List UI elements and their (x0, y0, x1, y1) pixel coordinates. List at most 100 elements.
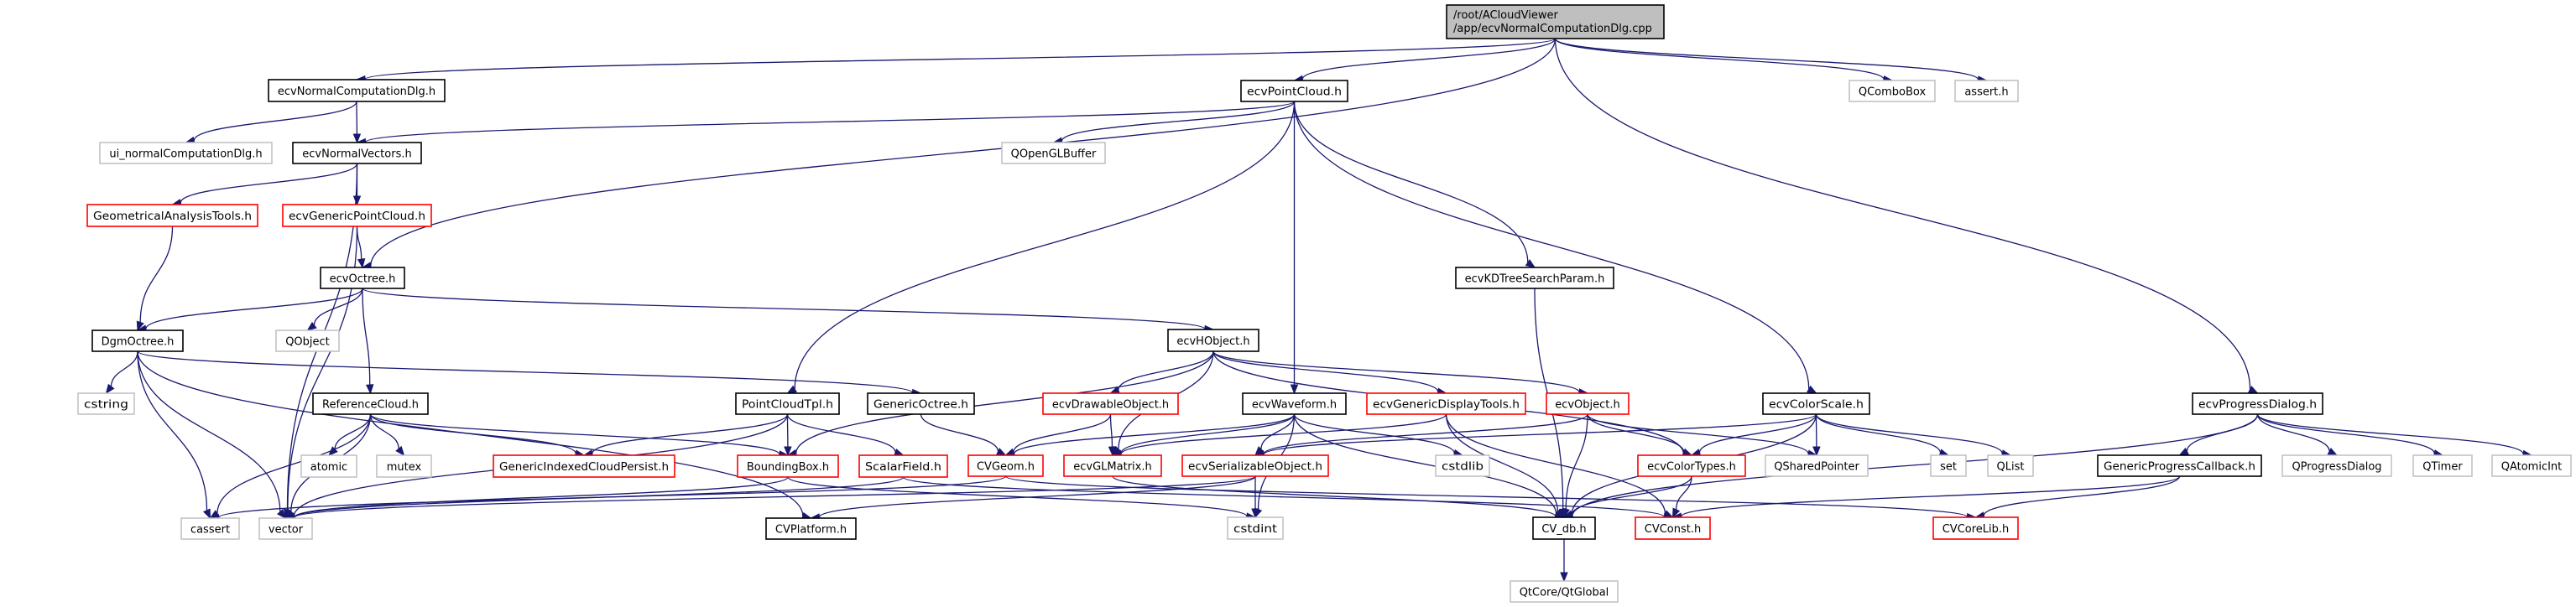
node-label: cstdint (1233, 523, 1277, 536)
node-qatomic: QAtomicInt (2491, 454, 2572, 477)
edge-pointcloud-to-kdtree (1293, 101, 1529, 263)
node-box (282, 204, 432, 227)
node-object[interactable]: ecvObject.h (1546, 392, 1630, 415)
edge-hobject-to-drawable (1118, 350, 1214, 391)
edge-cvgeom-to-cassert (217, 475, 1007, 519)
node-label: QProgressDialog (2292, 461, 2381, 474)
node-drawable[interactable]: ecvDrawableObject.h (1042, 392, 1179, 415)
node-cvconst[interactable]: CVConst.h (1635, 516, 1711, 540)
node-geomtools[interactable]: GeometricalAnalysisTools.h (86, 204, 258, 227)
node-normvec[interactable]: ecvNormalVectors.h (292, 142, 422, 164)
edge-waveform-to-glmatrix (1120, 413, 1296, 454)
node-box (737, 454, 839, 478)
node-label: ecvNormalVectors.h (302, 148, 411, 161)
node-qlist: QList (1987, 454, 2034, 477)
node-cvcorelib[interactable]: CVCoreLib.h (1932, 516, 2019, 540)
node-label: ecvNormalComputationDlg.h (278, 86, 435, 98)
node-pctpl[interactable]: PointCloudTpl.h (735, 392, 840, 415)
node-qprogdlg: QProgressDialog (2281, 454, 2392, 477)
node-box (292, 142, 422, 164)
edge-serial-to-vector (293, 475, 1256, 519)
node-label: CVConst.h (1645, 523, 1701, 536)
node-box (867, 392, 975, 415)
arrowhead-icon (1525, 259, 1536, 268)
node-box (1242, 392, 1347, 415)
node-box (1930, 454, 1967, 477)
node-genoctree[interactable]: GenericOctree.h (867, 392, 975, 415)
node-label: QList (1997, 461, 2025, 474)
edge-octree-to-qobject (313, 288, 363, 326)
node-glmatrix[interactable]: ecvGLMatrix.h (1063, 454, 1162, 477)
node-gendisp[interactable]: ecvGenericDisplayTools.h (1366, 392, 1526, 415)
node-hobject[interactable]: ecvHObject.h (1167, 329, 1259, 352)
edge-hobject-to-gendisp (1212, 350, 1439, 392)
node-box (1932, 516, 2019, 540)
node-colortypes[interactable]: ecvColorTypes.h (1637, 454, 1746, 477)
edge-colorscale-to-set (1815, 413, 1942, 454)
arrowhead-icon (1812, 446, 1821, 457)
node-genprog[interactable]: GenericProgressCallback.h (2097, 454, 2262, 477)
node-label: ScalarField.h (865, 461, 941, 474)
edge-dgmoctree-to-cstring (110, 350, 138, 387)
edge-drawable-to-cvgeom (1013, 413, 1112, 453)
arrowhead-icon (365, 384, 374, 395)
edge-genpc-to-octree (356, 226, 362, 260)
node-box (1762, 392, 1870, 415)
arrowhead-icon (1671, 507, 1681, 519)
edge-octree-to-hobject (362, 288, 1206, 330)
node-box (2192, 392, 2323, 415)
node-genpc[interactable]: ecvGenericPointCloud.h (282, 204, 432, 227)
edge-object-to-cvdb (1565, 413, 1588, 510)
node-box (1635, 516, 1711, 540)
node-label: QSharedPointer (1774, 461, 1859, 474)
arrowhead-icon (1560, 572, 1568, 583)
node-colorscale[interactable]: ecvColorScale.h (1762, 392, 1870, 415)
node-genidx[interactable]: GenericIndexedCloudPersist.h (493, 454, 675, 478)
node-box (1532, 516, 1596, 540)
node-kdtree[interactable]: ecvKDTreeSearchParam.h (1455, 267, 1614, 289)
node-pointcloud[interactable]: ecvPointCloud.h (1240, 80, 1348, 102)
edge-object-to-colortypes (1587, 413, 1685, 453)
node-octree[interactable]: ecvOctree.h (320, 267, 405, 289)
node-ncdlg[interactable]: ecvNormalComputationDlg.h (268, 79, 446, 102)
node-waveform[interactable]: ecvWaveform.h (1242, 392, 1347, 415)
node-label: cassert (190, 524, 230, 537)
edge-waveform-to-cstdlib (1293, 413, 1455, 454)
node-box (1849, 80, 1936, 102)
node-scalarfield[interactable]: ScalarField.h (858, 454, 948, 478)
edge-drawable-to-glmatrix (1109, 413, 1113, 448)
node-box (2491, 454, 2572, 477)
node-label: GenericIndexedCloudPersist.h (499, 461, 669, 474)
node-dgmoctree[interactable]: DgmOctree.h (91, 329, 184, 352)
node-cvplatform[interactable]: CVPlatform.h (765, 517, 857, 540)
node-label: BoundingBox.h (747, 461, 829, 474)
node-serial[interactable]: ecvSerializableObject.h (1181, 454, 1329, 477)
node-label: /root/ACloudViewer (1453, 9, 1558, 22)
node-root[interactable]: /root/ACloudViewer/app/ecvNormalComputat… (1446, 4, 1665, 39)
node-box (1063, 454, 1162, 477)
node-bbox[interactable]: BoundingBox.h (737, 454, 839, 478)
node-box (2281, 454, 2392, 477)
edge-pointcloud-to-normvec (364, 101, 1296, 143)
node-box (2097, 454, 2262, 477)
node-label: QtCore/QtGlobal (1520, 587, 1609, 599)
node-progdlg[interactable]: ecvProgressDialog.h (2192, 392, 2323, 415)
node-box (1181, 454, 1329, 477)
node-cvdb[interactable]: CV_db.h (1532, 516, 1596, 540)
node-atomic: atomic (300, 454, 357, 478)
node-label: ecvHObject.h (1176, 335, 1249, 348)
node-label: GeometricalAnalysisTools.h (93, 210, 252, 223)
edge-colorscale-to-colortypes (1698, 413, 1817, 454)
node-cassert: cassert (180, 517, 240, 540)
node-cvgeom[interactable]: CVGeom.h (967, 454, 1044, 477)
edge-genprog-to-cvconst (1680, 475, 2181, 517)
edge-refcloud-to-mutex (369, 413, 399, 449)
edge-bbox-to-cstdint (787, 476, 1248, 517)
node-box (376, 454, 432, 478)
node-label: assert.h (1964, 86, 2008, 99)
edge-pointcloud-to-pctpl (794, 101, 1296, 390)
node-label: set (1940, 461, 1957, 474)
node-refcloud[interactable]: ReferenceCloud.h (312, 392, 429, 415)
node-label: ecvDrawableObject.h (1052, 399, 1169, 412)
node-label: DgmOctree.h (102, 336, 175, 349)
